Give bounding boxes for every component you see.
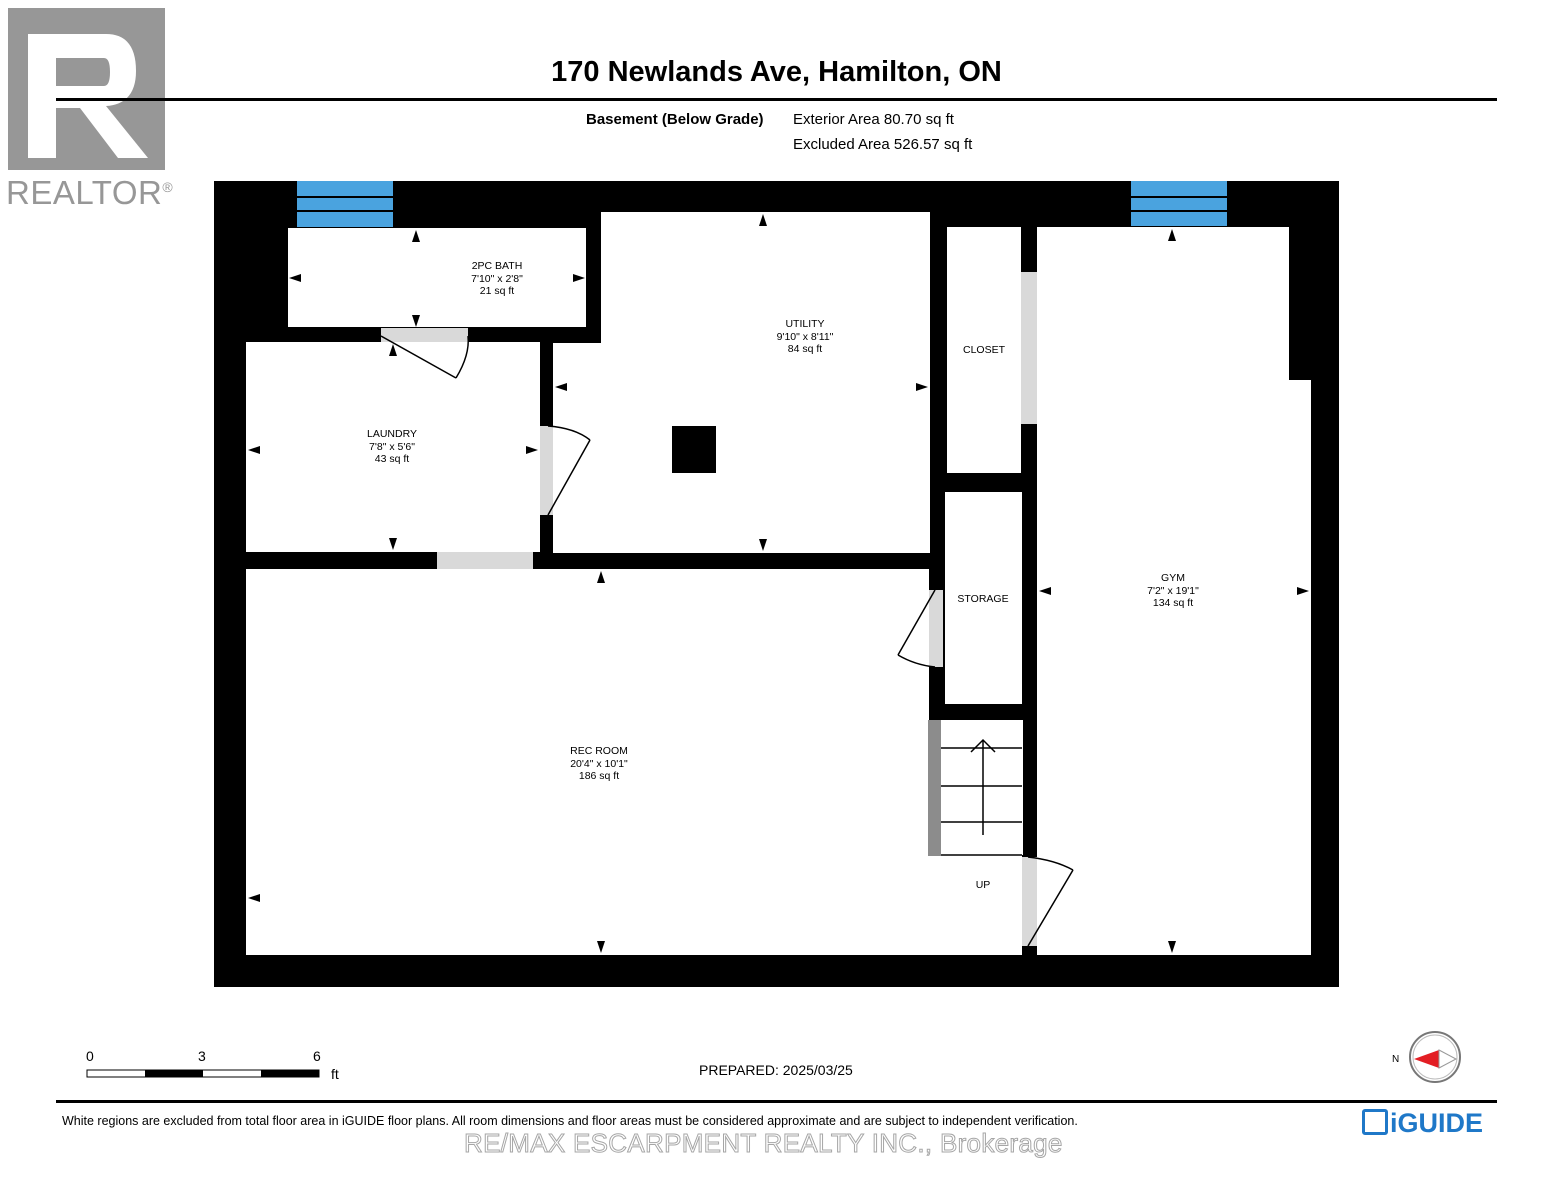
- gym-floor: [1037, 227, 1311, 955]
- room-label-2pc-bath: 2PC BATH 7'10" x 2'8" 21 sq ft: [471, 260, 523, 298]
- page-title: 170 Newlands Ave, Hamilton, ON: [551, 56, 1002, 88]
- room-label-utility: UTILITY 9'10" x 8'11" 84 sq ft: [777, 318, 834, 356]
- registered-mark: ®: [162, 179, 174, 195]
- iguide-logo: iGUIDE: [1362, 1108, 1483, 1139]
- iguide-box-icon: [1362, 1109, 1388, 1135]
- room-name: CLOSET: [962, 344, 1006, 356]
- compass-icon: [1409, 1031, 1461, 1083]
- window-icon: [1131, 181, 1227, 226]
- room-area: 43 sq ft: [374, 453, 410, 465]
- room-name: REC ROOM: [570, 745, 628, 757]
- room-area: 134 sq ft: [1152, 597, 1194, 609]
- realtor-wordmark: REALTOR: [6, 174, 163, 211]
- scale-tick: 6: [313, 1048, 321, 1064]
- stairs-up-label: UP: [976, 879, 991, 892]
- room-dimensions: 7'2" x 19'1": [1147, 584, 1199, 597]
- scale-tick: 3: [198, 1048, 206, 1064]
- room-label-closet: CLOSET: [963, 344, 1005, 357]
- room-name: 2PC BATH: [471, 260, 523, 272]
- iguide-wordmark: iGUIDE: [1390, 1108, 1484, 1138]
- brokerage-watermark: RE/MAX ESCARPMENT REALTY INC., Brokerage: [464, 1128, 1063, 1159]
- closet-floor: [947, 227, 1021, 473]
- door-icon: [897, 589, 943, 668]
- room-dimensions: 7'8" x 5'6": [369, 440, 415, 453]
- excluded-area: Excluded Area 526.57 sq ft: [793, 136, 973, 153]
- stairs: [928, 720, 1022, 856]
- room-name: STORAGE: [957, 593, 1009, 605]
- door-icon: [540, 425, 591, 516]
- door-icon: [1022, 856, 1074, 947]
- room-dimensions: 9'10" x 8'11": [776, 330, 834, 343]
- closet-opening: [1021, 272, 1037, 424]
- room-label-laundry: LAUNDRY 7'8" x 5'6" 43 sq ft: [367, 428, 417, 466]
- dimension-arrows: [248, 214, 1309, 953]
- compass-north-label: N: [1392, 1054, 1400, 1065]
- exterior-area: Exterior Area 80.70 sq ft: [793, 111, 954, 128]
- footer-divider: [56, 1100, 1497, 1103]
- room-name: LAUNDRY: [367, 428, 417, 440]
- stairs-floor: [941, 720, 1023, 855]
- doorway-opening: [437, 552, 533, 569]
- room-name: GYM: [1161, 572, 1185, 584]
- door-icon: [380, 328, 469, 379]
- utility-column: [672, 426, 716, 473]
- prepared-date: PREPARED: 2025/03/25: [699, 1062, 853, 1078]
- scale-tick: 0: [86, 1048, 94, 1064]
- bath-floor: [288, 228, 586, 327]
- rec-room-floor: [246, 569, 1022, 955]
- room-area: 186 sq ft: [578, 770, 620, 782]
- disclaimer-text: White regions are excluded from total fl…: [62, 1114, 1078, 1128]
- room-name: UP: [975, 879, 991, 891]
- realtor-r-icon: [8, 8, 165, 170]
- room-label-rec-room: REC ROOM 20'4" x 10'1" 186 sq ft: [570, 745, 628, 783]
- room-area: 84 sq ft: [787, 343, 823, 355]
- scale-bar-graphic: [86, 1069, 320, 1078]
- compass: N: [1390, 1030, 1466, 1091]
- realtor-logo: REALTOR®: [6, 6, 182, 217]
- room-label-gym: GYM 7'2" x 19'1" 134 sq ft: [1147, 572, 1199, 610]
- laundry-floor: [246, 342, 540, 552]
- storage-floor: [945, 492, 1022, 704]
- room-area: 21 sq ft: [479, 285, 515, 297]
- room-name: UTILITY: [785, 318, 825, 330]
- room-label-storage: STORAGE: [957, 593, 1008, 606]
- window-icon: [297, 181, 393, 227]
- room-dimensions: 20'4" x 10'1": [570, 757, 628, 770]
- room-dimensions: 7'10" x 2'8": [471, 272, 523, 285]
- scale-unit: ft: [331, 1066, 339, 1082]
- header-divider: [56, 98, 1497, 101]
- floor-label: Basement (Below Grade): [586, 111, 764, 128]
- utility-floor: [553, 212, 930, 553]
